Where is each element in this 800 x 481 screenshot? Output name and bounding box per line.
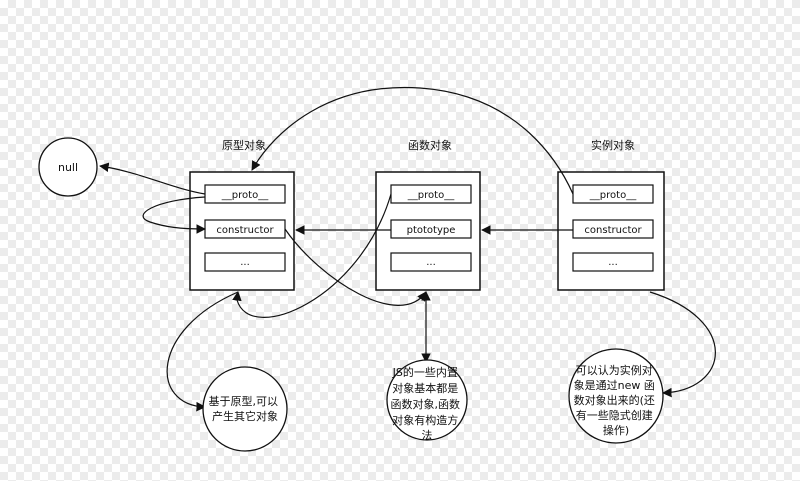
edge-prototype-constructor-to-function xyxy=(284,228,427,306)
function-note: JS的一些内置 对象基本都是 函数对象,函数 对象有构造方 法 xyxy=(386,359,468,442)
svg-text:可以认为实例对 象是通过new 函: 可以认为实例对 象是通过new 函 数对象出来的(还 有一些隐式创建 操作) xyxy=(574,363,659,437)
prototype-constructor-label: constructor xyxy=(216,225,274,236)
null-node[interactable]: null xyxy=(38,137,98,197)
function-title: 函数对象 xyxy=(408,138,452,152)
prototype-object-box[interactable]: __proto__ constructor ... xyxy=(189,171,295,291)
function-more-label: ... xyxy=(426,257,436,268)
instance-note: 可以认为实例对 象是通过new 函 数对象出来的(还 有一些隐式创建 操作) xyxy=(568,348,664,444)
edge-prototype-proto-to-null xyxy=(99,162,206,195)
instance-note-line-4: 有一些隐式创建 xyxy=(576,408,653,422)
function-proto-label: __proto__ xyxy=(407,190,455,201)
edge-instance-proto-to-prototype xyxy=(251,86,574,195)
prototype-note-line-2: 产生其它对象 xyxy=(212,409,278,423)
prototype-more-slot[interactable] xyxy=(204,252,286,272)
function-note-line-2: 对象基本都是 xyxy=(392,381,458,395)
function-note-line-5: 法 xyxy=(422,428,433,442)
edge-prototype-self-loop xyxy=(142,196,206,234)
null-label: null xyxy=(58,161,78,174)
instance-note-line-2: 象是通过new 函 xyxy=(574,379,655,392)
prototype-more-label: ... xyxy=(240,257,250,268)
prototype-proto-label: __proto__ xyxy=(221,190,269,201)
instance-note-line-1: 可以认为实例对 xyxy=(576,363,653,377)
null-circle xyxy=(38,137,98,197)
instance-title: 实例对象 xyxy=(591,138,635,152)
function-note-line-4: 对象有构造方 xyxy=(392,413,458,427)
edge-function-proto-to-prototype xyxy=(232,193,392,318)
instance-more-slot[interactable] xyxy=(572,252,654,272)
function-more-slot[interactable] xyxy=(390,252,472,272)
svg-text:基于原型,可以 产生其它对象: 基于原型,可以 产生其它对象 xyxy=(209,394,282,423)
instance-proto-label: __proto__ xyxy=(589,190,637,201)
instance-more-label: ... xyxy=(608,257,618,268)
instance-note-line-5: 操作) xyxy=(603,423,629,437)
prototype-title: 原型对象 xyxy=(222,138,266,152)
prototype-note: 基于原型,可以 产生其它对象 xyxy=(202,366,288,452)
instance-object-box[interactable]: __proto__ constructor ... xyxy=(557,171,665,291)
function-object-box[interactable]: __proto__ ptototype ... xyxy=(375,171,481,291)
edge-prototype-note xyxy=(166,291,239,412)
prototype-note-line-1: 基于原型,可以 xyxy=(209,394,279,408)
instance-constructor-slot[interactable] xyxy=(572,219,654,239)
instance-note-line-3: 数对象出来的(还 xyxy=(574,393,655,407)
function-prototype-label: ptototype xyxy=(407,225,456,236)
function-note-line-1: JS的一些内置 xyxy=(392,365,458,379)
instance-constructor-label: constructor xyxy=(584,225,642,236)
edge-instance-note xyxy=(649,291,716,398)
svg-text:JS的一些内置 对象基本都是 函数对: JS的一些内置 对象基本都是 函数对象,函数 对象有构造方 法 xyxy=(391,365,464,442)
function-note-line-3: 函数对象,函数 xyxy=(391,397,461,411)
function-prototype-slot[interactable] xyxy=(390,219,472,239)
